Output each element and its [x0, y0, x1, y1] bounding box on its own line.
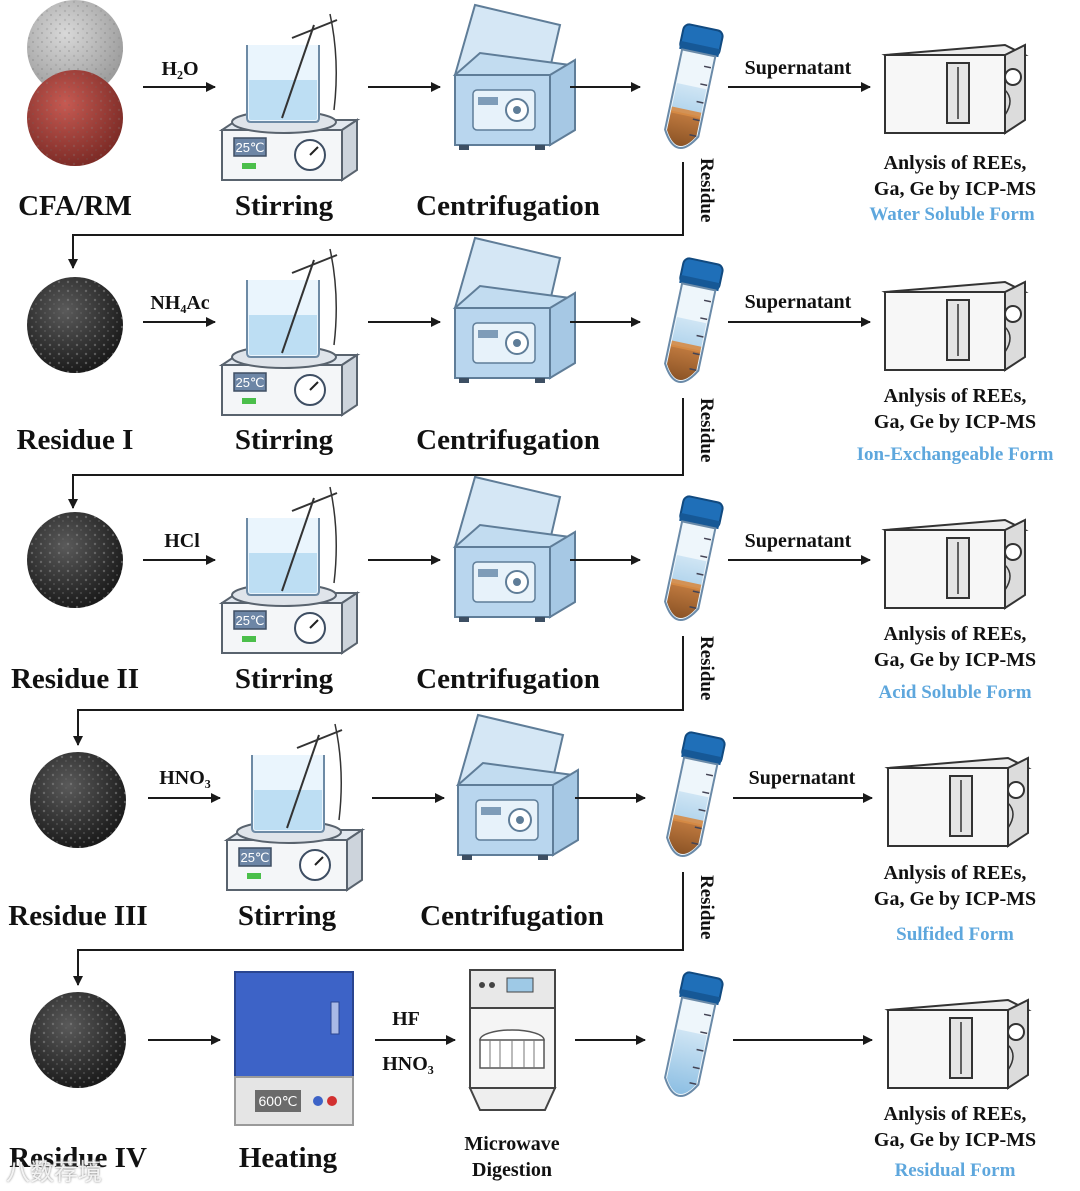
analysis-label-line1: Anlysis of REEs,: [883, 862, 1027, 884]
digestion-label-line1: Microwave: [464, 1133, 560, 1155]
residue-arrow-label: Residue: [696, 875, 717, 940]
magnetic-stirrer-icon: [226, 723, 363, 891]
row-1: [27, 0, 1026, 269]
centrifuge-icon: [454, 476, 576, 623]
magnetic-stirrer-icon: [221, 13, 358, 181]
residue-connector: [68, 398, 684, 509]
centrifuge-tube-icon: [658, 970, 725, 1101]
analysis-label-line1: Anlysis of REEs,: [883, 385, 1027, 407]
residue-sample-icon: [30, 992, 126, 1088]
fly-ash-sample-icon: [27, 0, 123, 96]
row-2: [27, 237, 1026, 509]
residue-connector: [73, 872, 684, 986]
row-5: 600℃: [30, 969, 1029, 1126]
step-label: Stirring: [234, 424, 334, 456]
residue-sample-icon: [30, 752, 126, 848]
fraction-form-label: Sulfided Form: [896, 924, 1014, 945]
step-label: Stirring: [234, 663, 334, 695]
reagent-label: HNO₃: [382, 1053, 434, 1075]
icp-ms-instrument-icon: [887, 999, 1029, 1089]
supernatant-label: Supernatant: [744, 57, 852, 79]
residue-arrow-label: Residue: [696, 636, 717, 701]
centrifuge-tube-icon: [660, 730, 727, 861]
fraction-form-label: Residual Form: [894, 1160, 1016, 1181]
step-label: Heating: [238, 1142, 338, 1174]
reagent-label: HF: [392, 1008, 420, 1030]
centrifuge-icon: [457, 714, 579, 861]
reagent-label: H₂O: [161, 58, 199, 80]
residue-connector: [68, 162, 684, 269]
analysis-label-line1: Anlysis of REEs,: [883, 623, 1027, 645]
centrifuge-icon: [454, 237, 576, 384]
digestion-label-line2: Digestion: [472, 1159, 552, 1181]
step-label: Stirring: [234, 190, 334, 222]
icp-ms-instrument-icon: [884, 44, 1026, 134]
centrifuge-tube-icon: [658, 256, 725, 387]
row-4: [30, 714, 1029, 986]
reagent-label: NH₄Ac: [150, 292, 210, 314]
analysis-label-line2: Ga, Ge by ICP-MS: [873, 1129, 1037, 1151]
residue-sample-icon: [27, 277, 123, 373]
icp-ms-instrument-icon: [887, 757, 1029, 847]
sample-label: Residue II: [10, 663, 140, 695]
magnetic-stirrer-icon: [221, 248, 358, 416]
red-mud-sample-icon: [27, 70, 123, 166]
reagent-label: HNO₃: [159, 767, 211, 789]
svg-text:600℃: 600℃: [258, 1093, 297, 1109]
supernatant-label: Supernatant: [748, 767, 856, 789]
analysis-label-line2: Ga, Ge by ICP-MS: [873, 888, 1037, 910]
magnetic-stirrer-icon: [221, 486, 358, 654]
row-3: [27, 476, 1026, 746]
sample-label: Residue IV: [9, 1142, 147, 1174]
watermark: 八数荐境: [6, 1158, 102, 1186]
sample-label: Residue I: [16, 424, 134, 456]
fraction-form-label: Water Soluble Form: [869, 204, 1035, 225]
residue-arrow-label: Residue: [696, 158, 717, 223]
fraction-form-label: Acid Soluble Form: [878, 682, 1032, 703]
sample-label: CFA/RM: [18, 190, 132, 222]
sample-label: Residue III: [8, 900, 148, 932]
muffle-furnace-icon: 600℃: [234, 971, 354, 1126]
step-label: Stirring: [237, 900, 337, 932]
separation-label: Centrifugation: [416, 663, 600, 695]
analysis-label-line1: Anlysis of REEs,: [883, 152, 1027, 174]
fraction-form-label: Ion-Exchangeable Form: [856, 444, 1054, 465]
reagent-label: HCl: [164, 530, 200, 552]
analysis-label-line2: Ga, Ge by ICP-MS: [873, 411, 1037, 433]
centrifuge-icon: [454, 4, 576, 151]
residue-arrow-label: Residue: [696, 398, 717, 463]
supernatant-label: Supernatant: [744, 530, 852, 552]
residue-connector: [73, 636, 684, 746]
analysis-label-line2: Ga, Ge by ICP-MS: [873, 649, 1037, 671]
analysis-label-line2: Ga, Ge by ICP-MS: [873, 178, 1037, 200]
centrifuge-tube-icon: [658, 494, 725, 625]
supernatant-label: Supernatant: [744, 291, 852, 313]
centrifuge-tube-icon: [658, 22, 725, 153]
residue-sample-icon: [27, 512, 123, 608]
separation-label: Centrifugation: [416, 424, 600, 456]
icp-ms-instrument-icon: [884, 519, 1026, 609]
icp-ms-instrument-icon: [884, 281, 1026, 371]
separation-label: Centrifugation: [420, 900, 604, 932]
microwave-digester-icon: [468, 969, 557, 1111]
analysis-label-line1: Anlysis of REEs,: [883, 1103, 1027, 1125]
separation-label: Centrifugation: [416, 190, 600, 222]
